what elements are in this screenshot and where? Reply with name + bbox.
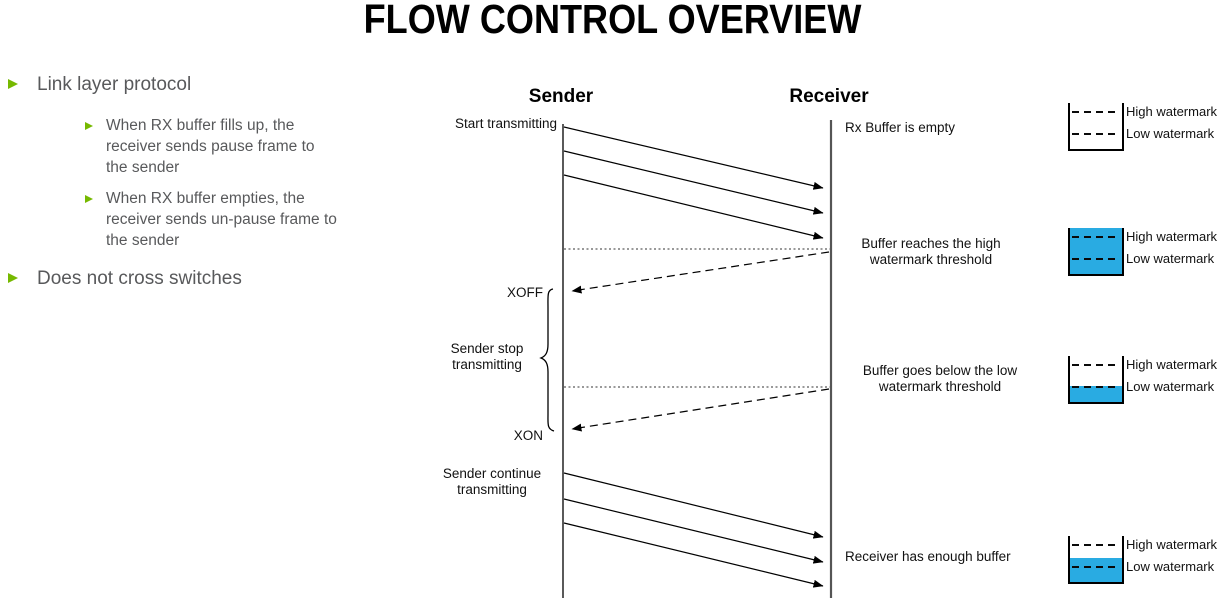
sender-header: Sender <box>528 86 594 107</box>
bullet-text: When RX buffer empties, the receiver sen… <box>106 190 337 249</box>
bullet-arrow-icon <box>8 273 18 283</box>
page-title: FLOW CONTROL OVERVIEW <box>363 0 862 42</box>
buffer-fill <box>1070 386 1122 402</box>
data-frame-arrow <box>563 472 824 539</box>
low-watermark-line <box>1072 133 1120 135</box>
data-frame-arrow <box>563 522 824 588</box>
bullet-arrow-icon <box>8 79 18 89</box>
buffer-high-watermark-label: Buffer reaches the high watermark thresh… <box>861 236 1001 267</box>
buffer-box <box>1068 103 1124 151</box>
low-watermark-label: Low watermark <box>1126 126 1215 141</box>
bullet-arrow-icon <box>85 122 93 130</box>
xoff-label: XOFF <box>507 285 543 300</box>
xon-label: XON <box>513 428 543 443</box>
bullet-item-no-cross-switches: Does not cross switches <box>8 267 242 291</box>
sender-continue-label: Sender continue transmitting <box>442 466 542 497</box>
buffer-box <box>1068 356 1124 404</box>
buffer-box <box>1068 536 1124 584</box>
xon-unpause-frame-arrow <box>571 388 830 432</box>
start-transmitting-label: Start transmitting <box>454 116 557 131</box>
high-watermark-line <box>1072 236 1120 238</box>
bullet-text: When RX buffer fills up, the receiver se… <box>106 117 315 176</box>
buffer-low-watermark-label: Buffer goes below the low watermark thre… <box>862 363 1018 394</box>
buffer-fill <box>1070 228 1122 274</box>
receiver-enough-buffer-label: Receiver has enough buffer <box>845 549 1011 564</box>
buffer-fill <box>1070 558 1122 582</box>
sender-stop-label: Sender stop transmitting <box>450 341 524 372</box>
xoff-pause-frame-arrow <box>571 251 830 294</box>
bullet-item-pause-frame: When RX buffer fills up, the receiver se… <box>85 115 315 178</box>
bullet-item-unpause-frame: When RX buffer empties, the receiver sen… <box>85 188 337 251</box>
buffer-indicator-full: High watermark Low watermark <box>1068 228 1225 276</box>
low-watermark-label: Low watermark <box>1126 379 1215 394</box>
bullet-text: Link layer protocol <box>37 74 192 95</box>
data-frame-arrow <box>563 174 824 240</box>
low-watermark-line <box>1072 258 1120 260</box>
data-frame-arrow <box>563 150 824 215</box>
high-watermark-label: High watermark <box>1126 537 1218 552</box>
buffer-indicator-at-low: High watermark Low watermark <box>1068 356 1225 404</box>
buffer-box <box>1068 228 1124 276</box>
data-frame-arrow <box>563 126 824 190</box>
buffer-indicator-above-low: High watermark Low watermark <box>1068 536 1225 584</box>
low-watermark-line <box>1072 566 1120 568</box>
high-watermark-line <box>1072 364 1120 366</box>
buffer-indicator-empty: High watermark Low watermark <box>1068 103 1225 151</box>
bullet-arrow-icon <box>85 195 93 203</box>
data-frame-arrow <box>563 498 824 564</box>
low-watermark-label: Low watermark <box>1126 559 1215 574</box>
high-watermark-label: High watermark <box>1126 104 1218 119</box>
low-watermark-label: Low watermark <box>1126 251 1215 266</box>
bullet-item-link-layer: Link layer protocol <box>8 73 191 97</box>
bullet-text: Does not cross switches <box>37 268 242 289</box>
receiver-header: Receiver <box>789 86 869 107</box>
high-watermark-label: High watermark <box>1126 229 1218 244</box>
rx-buffer-empty-label: Rx Buffer is empty <box>845 120 956 135</box>
high-watermark-line <box>1072 544 1120 546</box>
sender-stop-brace <box>539 288 555 432</box>
low-watermark-line <box>1072 386 1120 388</box>
high-watermark-line <box>1072 111 1120 113</box>
high-watermark-label: High watermark <box>1126 357 1218 372</box>
